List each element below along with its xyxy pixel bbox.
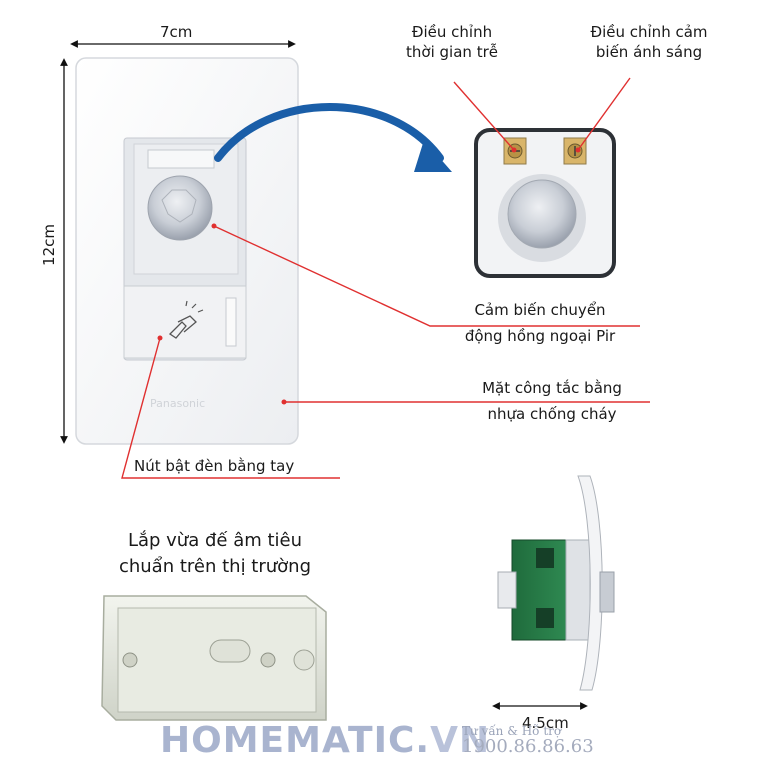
width-label: 7cm [160,23,193,41]
fit-caption-line2: chuẩn trên thị trường [118,556,312,577]
contact-label: Tư vấn & Hỗ trợ [462,724,562,738]
pir-callout-line2: động hồng ngoại Pir [464,327,616,345]
delay-callout-line1: Điều chỉnh [411,23,493,41]
switch-plate: Panasonic [75,57,299,445]
light-callout-line2: biến ánh sáng [595,43,703,61]
delay-callout: Điều chỉnh thời gian trễ [384,22,520,62]
light-callout-line1: Điều chỉnh cảm [590,23,708,41]
hotline-number: 1900.86.86.63 [462,736,594,757]
wall-box [101,595,327,721]
fit-caption: Lắp vừa đế âm tiêu chuẩn trên thị trường [80,528,350,580]
faceplate-callout: Mặt công tắc bằng nhựa chống cháy [446,378,658,424]
height-label: 12cm [39,224,58,266]
delay-callout-line2: thời gian trễ [406,43,498,61]
hand-touch-icon [168,300,204,339]
depth-label: 4.5cm [522,714,569,732]
button-callout: Nút bật đèn bằng tay [134,457,295,475]
zoom-curved-arrow [214,103,452,172]
faceplate-callout-line1: Mặt công tắc bằng [482,379,622,397]
brand-logo-domain: VN [430,720,491,761]
faceplate-callout-line2: nhựa chống cháy [487,405,617,423]
sensor-closeup [474,128,616,278]
pir-callout-line1: Cảm biến chuyển [474,301,606,319]
brand-logo: HOMEMATIC.VN [160,720,490,761]
fit-caption-line1: Lắp vừa đế âm tiêu [127,530,303,551]
callout-lines [121,77,650,479]
callout-dots [157,147,581,405]
plate-brand-mark: Panasonic [150,397,205,410]
light-callout: Điều chỉnh cảm biến ánh sáng [564,22,734,62]
brand-logo-main: HOMEMATIC. [160,720,431,761]
side-profile [497,475,615,691]
pir-callout: Cảm biến chuyển động hồng ngoại Pir [430,300,650,346]
